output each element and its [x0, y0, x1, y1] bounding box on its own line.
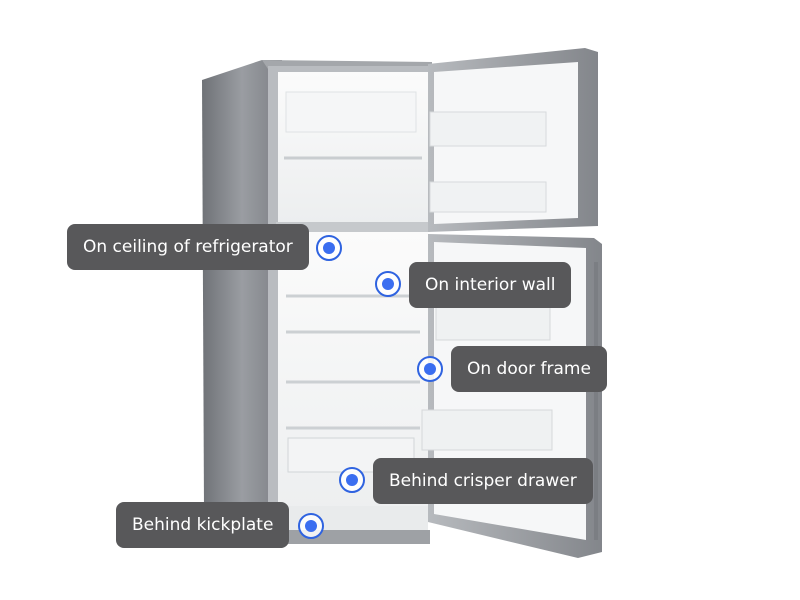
hotspot-marker-door-frame[interactable]	[417, 356, 443, 382]
hotspot-label-interior-wall: On interior wall	[409, 262, 572, 308]
freezer-door	[428, 48, 598, 232]
hotspot-marker-crisper[interactable]	[339, 467, 365, 493]
hotspot-label-ceiling: On ceiling of refrigerator	[67, 224, 309, 270]
hotspot-marker-interior-wall[interactable]	[375, 271, 401, 297]
hotspot-label-kickplate: Behind kickplate	[116, 502, 290, 548]
hotspot-marker-ceiling[interactable]	[316, 235, 342, 261]
hotspot-marker-kickplate[interactable]	[298, 513, 324, 539]
fridge-cabinet	[202, 60, 432, 548]
hotspot-label-crisper: Behind crisper drawer	[373, 458, 593, 504]
hotspot-label-door-frame: On door frame	[451, 346, 607, 392]
